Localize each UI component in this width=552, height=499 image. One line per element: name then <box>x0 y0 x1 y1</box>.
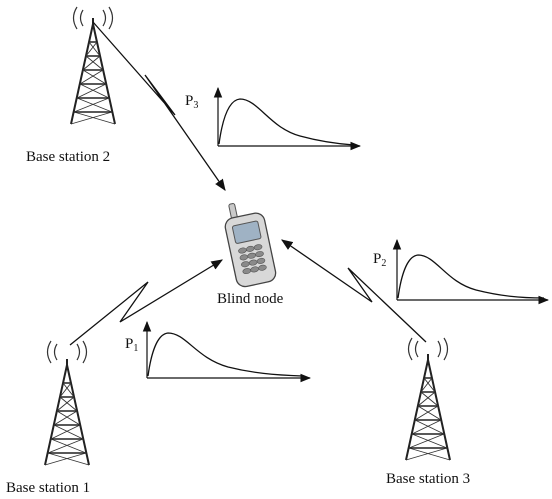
signal-link-bs1 <box>69 259 223 346</box>
base-station-1 <box>44 340 90 466</box>
radio-tower-icon <box>70 17 116 125</box>
blind-node-label: Blind node <box>217 291 284 307</box>
power-curve-p3 <box>218 98 355 146</box>
power-label-p2: P2 <box>373 252 386 269</box>
base-station-2 <box>70 6 116 125</box>
signal-link-bs2 <box>92 21 226 191</box>
power-symbol-p1: P <box>125 336 134 352</box>
radio-tower-icon <box>405 353 451 461</box>
power-subscript-p2: 2 <box>381 258 387 269</box>
power-symbol-p2: P <box>373 251 382 267</box>
signal-link-bs3 <box>281 239 427 343</box>
power-label-p3: P3 <box>185 94 198 111</box>
power-curve-p2 <box>397 254 545 299</box>
radio-tower-icon <box>44 358 90 466</box>
base-station-3 <box>405 337 451 461</box>
power-plot-p2 <box>392 238 550 305</box>
mobile-phone-icon <box>224 203 277 288</box>
base-station-3-label: Base station 3 <box>386 471 471 487</box>
power-subscript-p1: 1 <box>133 343 139 354</box>
power-subscript-p3: 3 <box>193 100 199 111</box>
power-label-p1: P1 <box>125 337 138 354</box>
power-symbol-p3: P <box>185 93 194 109</box>
power-plot-p3 <box>213 86 362 151</box>
power-curve-p1 <box>147 332 303 377</box>
power-plot-p1 <box>142 320 312 383</box>
base-station-2-label: Base station 2 <box>26 149 111 165</box>
base-station-1-label: Base station 1 <box>6 480 91 496</box>
